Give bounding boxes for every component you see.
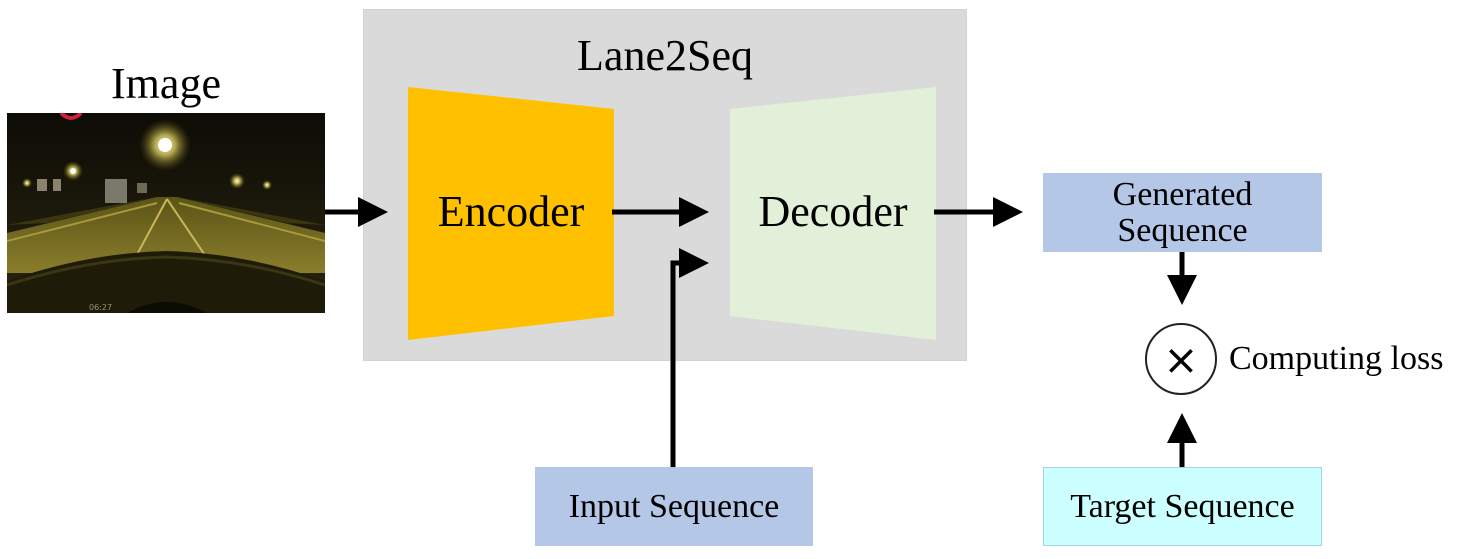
computing-loss-label: Computing loss <box>1229 340 1444 377</box>
image-label: Image <box>111 59 221 108</box>
input-sequence-label: Input Sequence <box>568 487 780 525</box>
arrow-input-to-decoder <box>670 248 709 467</box>
multiply-circle-icon: × <box>1145 323 1217 395</box>
target-sequence-box: Target Sequence <box>1043 467 1322 546</box>
generated-sequence-box: Generated Sequence <box>1043 173 1322 252</box>
decoder-label: Decoder <box>758 187 908 236</box>
encoder-block <box>408 87 614 340</box>
encoder-label: Encoder <box>437 187 585 236</box>
target-sequence-label: Target Sequence <box>1070 487 1295 525</box>
decoder-block <box>730 87 936 340</box>
multiply-symbol: × <box>1163 334 1199 384</box>
generated-sequence-label: Generated Sequence <box>1112 175 1253 249</box>
night-road-image: 06:27 <box>7 113 325 313</box>
framework-title: Lane2Seq <box>577 31 753 80</box>
photo-timestamp: 06:27 <box>89 303 112 312</box>
input-sequence-box: Input Sequence <box>535 467 813 546</box>
